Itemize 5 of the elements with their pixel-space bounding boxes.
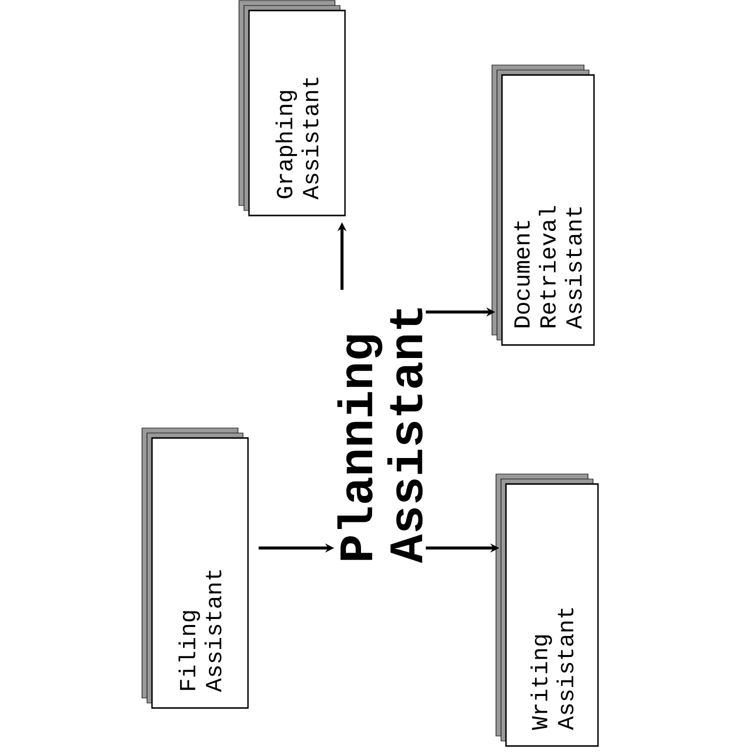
title-text: Planning Assistant bbox=[337, 308, 423, 563]
document-box: Graphing Assistant bbox=[238, 0, 346, 216]
document-box: Writing Assistant bbox=[496, 474, 599, 747]
document-box: Document Retrieval Assistant bbox=[492, 64, 595, 346]
document-box: Filing Assistant bbox=[142, 428, 249, 709]
